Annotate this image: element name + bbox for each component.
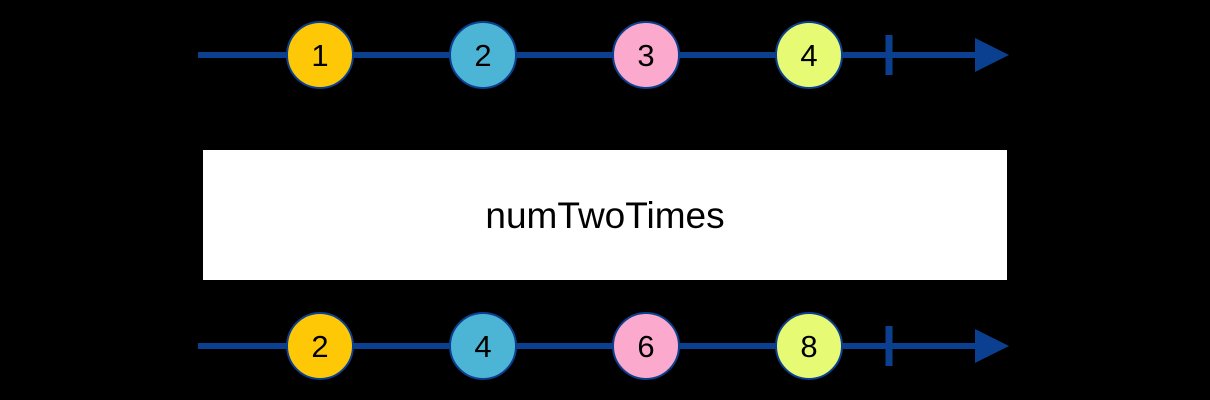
- input-node-label: 1: [311, 37, 329, 73]
- output-node-label: 4: [474, 328, 492, 364]
- output-end-tick-icon: [885, 326, 893, 366]
- output-node-label: 2: [311, 328, 329, 364]
- output-node-label: 6: [637, 328, 655, 364]
- input-end-tick-icon: [885, 35, 893, 75]
- output-number-line: 2 4 6 8: [0, 291, 1210, 400]
- output-node-6: 6: [612, 312, 680, 380]
- input-node-2: 2: [449, 21, 517, 89]
- input-node-1: 1: [286, 21, 354, 89]
- input-arrowhead-icon: [975, 38, 1009, 72]
- input-node-label: 2: [474, 37, 492, 73]
- input-node-label: 4: [800, 37, 818, 73]
- output-node-label: 8: [800, 328, 818, 364]
- output-axis-svg: [198, 326, 1009, 366]
- output-node-2: 2: [286, 312, 354, 380]
- output-node-8: 8: [775, 312, 843, 380]
- output-arrowhead-icon: [975, 329, 1009, 363]
- input-node-3: 3: [612, 21, 680, 89]
- input-node-label: 3: [637, 37, 655, 73]
- input-axis-svg: [198, 35, 1009, 75]
- output-node-4: 4: [449, 312, 517, 380]
- function-label-box: numTwoTimes: [203, 150, 1007, 280]
- input-node-4: 4: [775, 21, 843, 89]
- function-label-text: numTwoTimes: [485, 194, 725, 236]
- input-number-line: 1 2 3 4: [0, 0, 1210, 120]
